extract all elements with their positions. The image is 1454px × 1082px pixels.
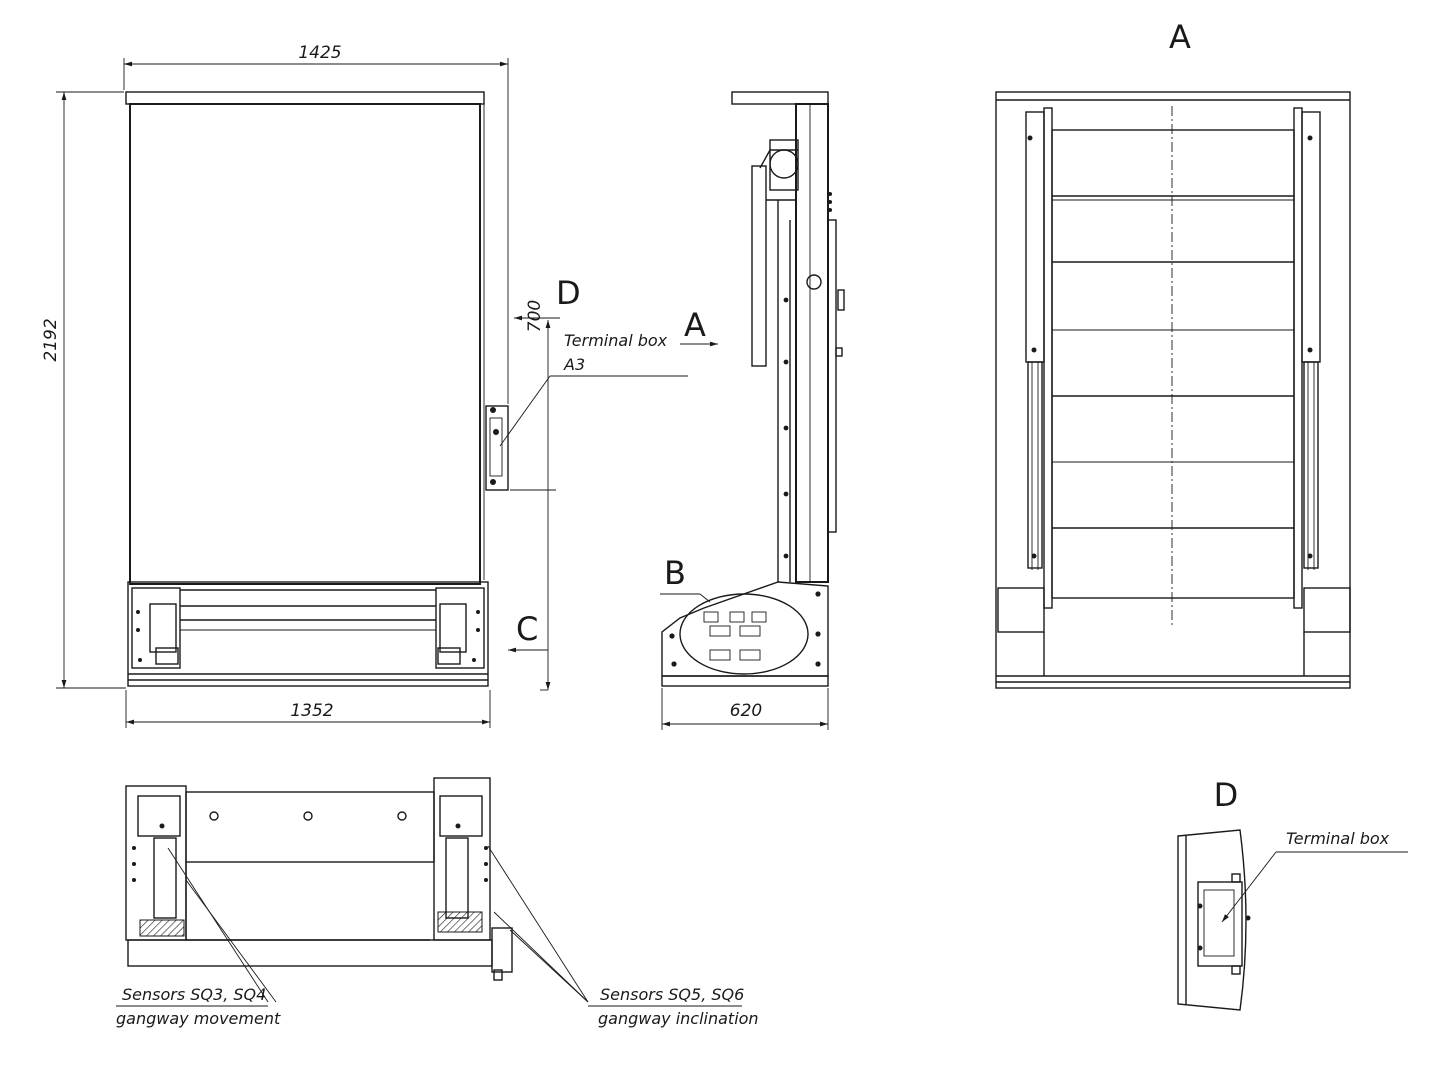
- view-c: Sensors SQ3, SQ4 gangway movement Sensor…: [116, 777, 759, 1028]
- view-d: D Terminal box: [1177, 776, 1408, 1011]
- view-title-a: A: [1169, 18, 1191, 56]
- view-a: A: [995, 18, 1351, 689]
- callout-gangway-inclination: gangway inclination: [598, 1009, 759, 1028]
- view-marker-b: B: [664, 554, 686, 592]
- dim-height: 2192: [41, 318, 61, 361]
- callout-terminal-box-d: Terminal box: [1286, 829, 1390, 848]
- view-marker-d: D: [556, 274, 581, 312]
- callout-terminal-box-a3: Terminal box: [564, 331, 668, 350]
- front-view: 1425 2192 1352 700 D C Terminal box A3: [41, 43, 688, 728]
- callout-gangway-movement: gangway movement: [116, 1009, 281, 1028]
- dim-bottom-width: 1352: [290, 701, 333, 721]
- view-marker-c: C: [516, 610, 538, 648]
- callout-sensors-sq3-sq4: Sensors SQ3, SQ4: [122, 985, 266, 1004]
- view-marker-a: A: [684, 306, 706, 344]
- callout-terminal-box-a3-id: A3: [563, 355, 585, 374]
- side-view: A: [660, 91, 845, 730]
- view-title-d: D: [1214, 776, 1239, 814]
- dim-offset: 700: [525, 300, 545, 332]
- dim-top-width: 1425: [298, 43, 341, 63]
- callout-sensors-sq5-sq6: Sensors SQ5, SQ6: [600, 985, 744, 1004]
- dim-side-width: 620: [730, 701, 762, 721]
